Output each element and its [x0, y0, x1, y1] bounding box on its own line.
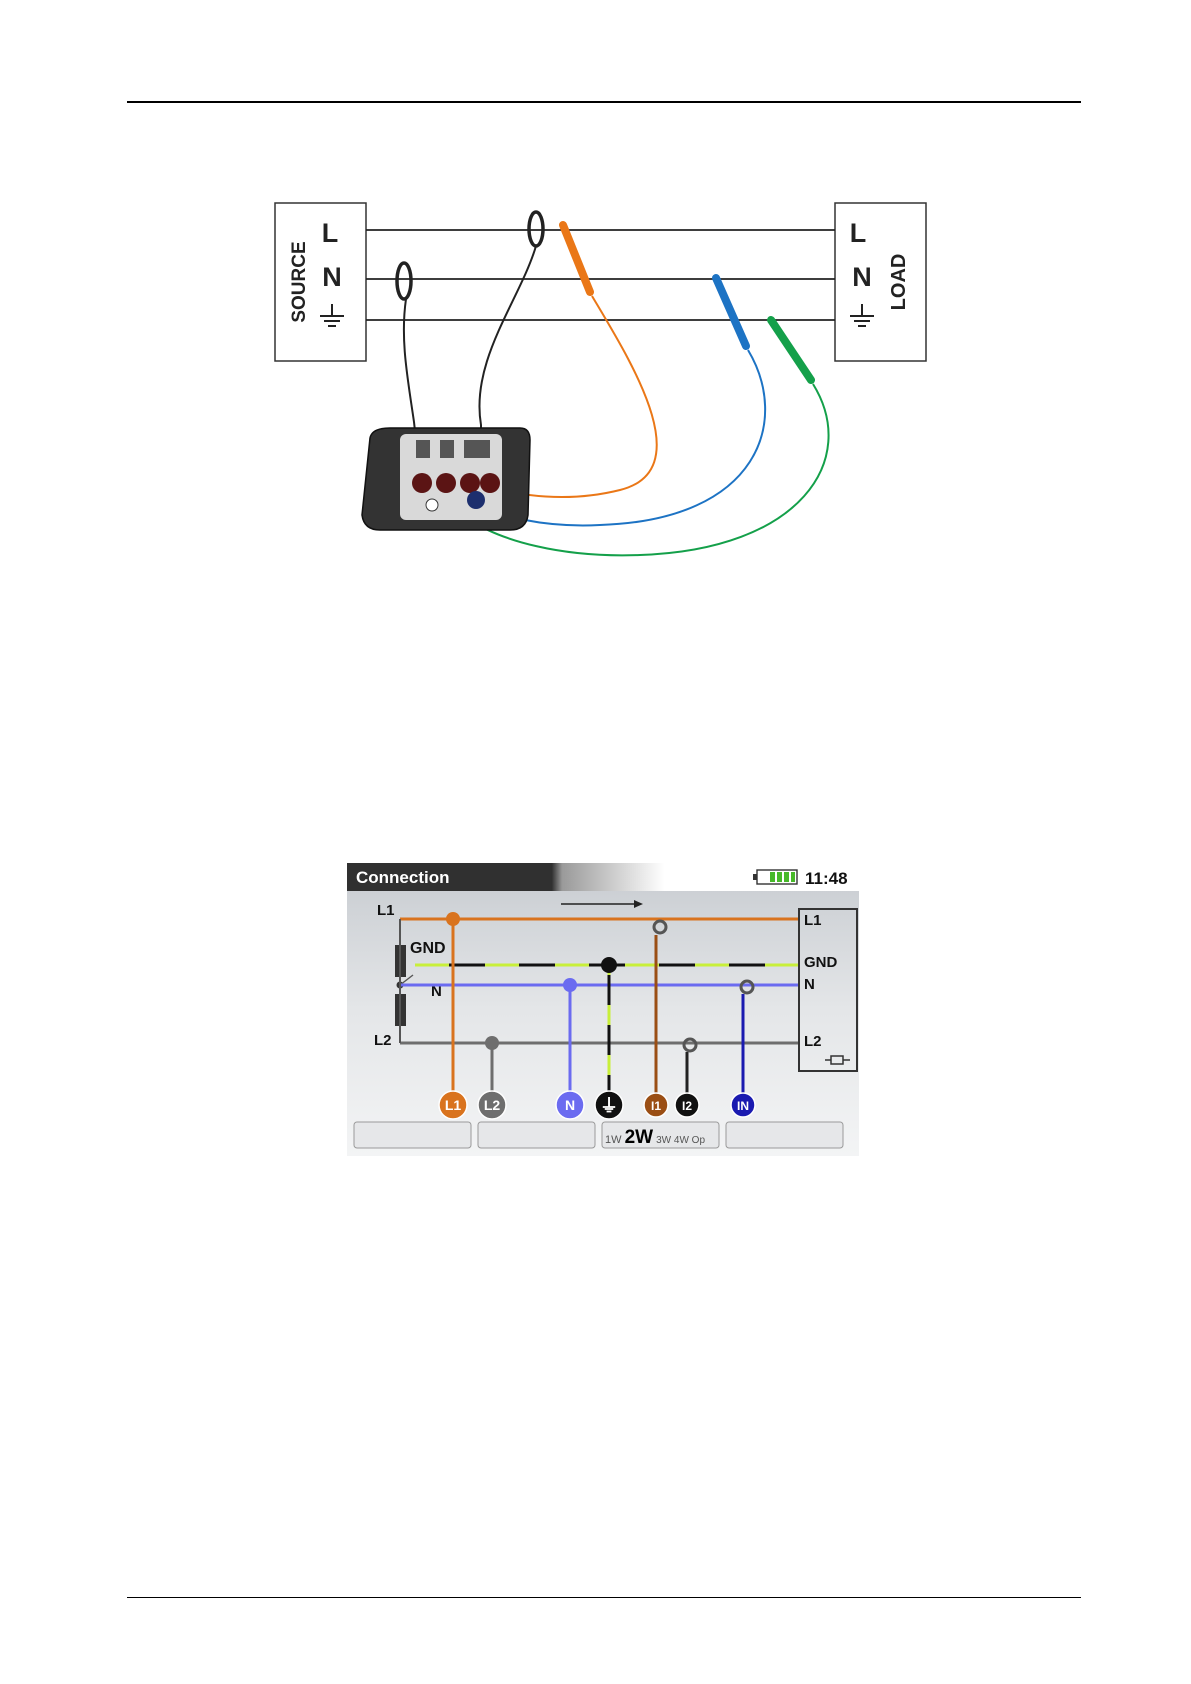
source-neutral-label: N	[322, 262, 342, 292]
load-neutral-label: N	[852, 262, 872, 292]
screen-title: Connection	[356, 868, 450, 887]
source-l2-label: L2	[374, 1032, 392, 1049]
current-clamp-2	[397, 263, 416, 440]
footer-rule	[127, 1597, 1081, 1598]
wiring-diagram: SOURCE L N LOAD L N	[0, 0, 1191, 600]
load-box	[835, 203, 926, 361]
source-l1-label: L1	[377, 902, 395, 919]
load-gnd-label: GND	[804, 954, 838, 971]
load-n-label: N	[804, 976, 815, 993]
load-l1-label: L1	[804, 912, 822, 929]
current-clamp-1	[479, 212, 543, 440]
source-label: SOURCE	[289, 241, 310, 322]
softkey-2[interactable]	[478, 1122, 595, 1148]
terminal-n-label: N	[565, 1097, 575, 1113]
softkey-1[interactable]	[354, 1122, 471, 1148]
softkey-4[interactable]	[726, 1122, 843, 1148]
terminal-ground-label: ⏚	[600, 1096, 618, 1116]
load-label: LOAD	[888, 254, 910, 311]
load-line-label: L	[850, 218, 867, 248]
source-gnd-label: GND	[410, 940, 446, 957]
load-l2-label: L2	[804, 1033, 822, 1050]
terminal-l2-label: L2	[484, 1097, 501, 1113]
terminal-in-label: IN	[737, 1099, 749, 1113]
source-line-label: L	[322, 218, 339, 248]
mode-option-1w: 1W	[605, 1134, 622, 1146]
terminal-i2-label: I2	[682, 1099, 692, 1113]
clock: 11:48	[805, 869, 848, 888]
terminal-l1-label: L1	[445, 1097, 462, 1113]
connection-screen: Connection 11:48 L1 GND N L2 L1 GND N L2	[347, 863, 859, 1156]
mode-options-rest: 3W 4W Op	[656, 1135, 705, 1146]
terminal-i1-label: I1	[651, 1099, 661, 1113]
battery-icon	[753, 870, 797, 884]
instrument-device-icon	[362, 428, 530, 530]
mode-option-2w-selected: 2W	[625, 1127, 654, 1148]
